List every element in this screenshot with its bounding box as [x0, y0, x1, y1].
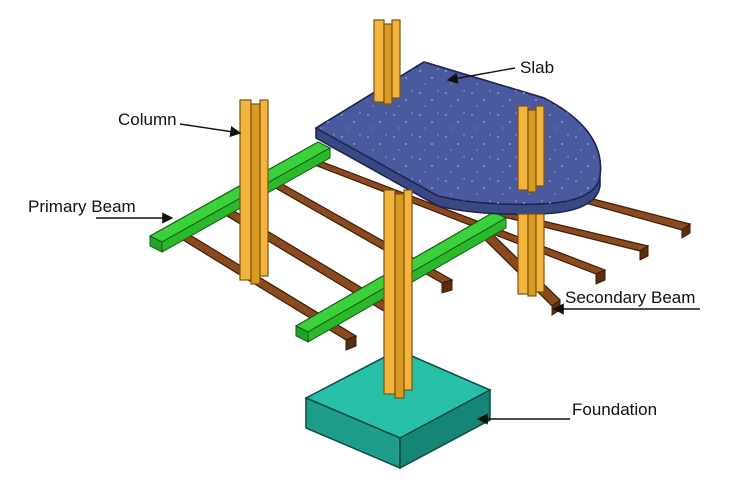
slab-label: Slab [520, 58, 555, 77]
secondary-beam [681, 223, 691, 239]
slab [314, 61, 602, 216]
slab-arrow [446, 67, 516, 84]
leader-arrows [96, 67, 700, 425]
secondary-beam [441, 279, 453, 294]
secondary-beam-label: Secondary Beam [565, 288, 696, 307]
column-right-lower [517, 213, 545, 297]
column-top-center [373, 19, 401, 105]
column-label: Column [118, 110, 177, 129]
foundation-label: Foundation [572, 400, 658, 419]
column-front [383, 189, 413, 399]
column-arrow [179, 123, 242, 138]
secondary-beam [639, 245, 649, 261]
column-back-left [239, 99, 269, 285]
secondary-beam [345, 335, 357, 351]
secondary-beam [595, 269, 606, 285]
column-top-right [517, 105, 545, 193]
primary-beam-label: Primary Beam [28, 197, 136, 216]
